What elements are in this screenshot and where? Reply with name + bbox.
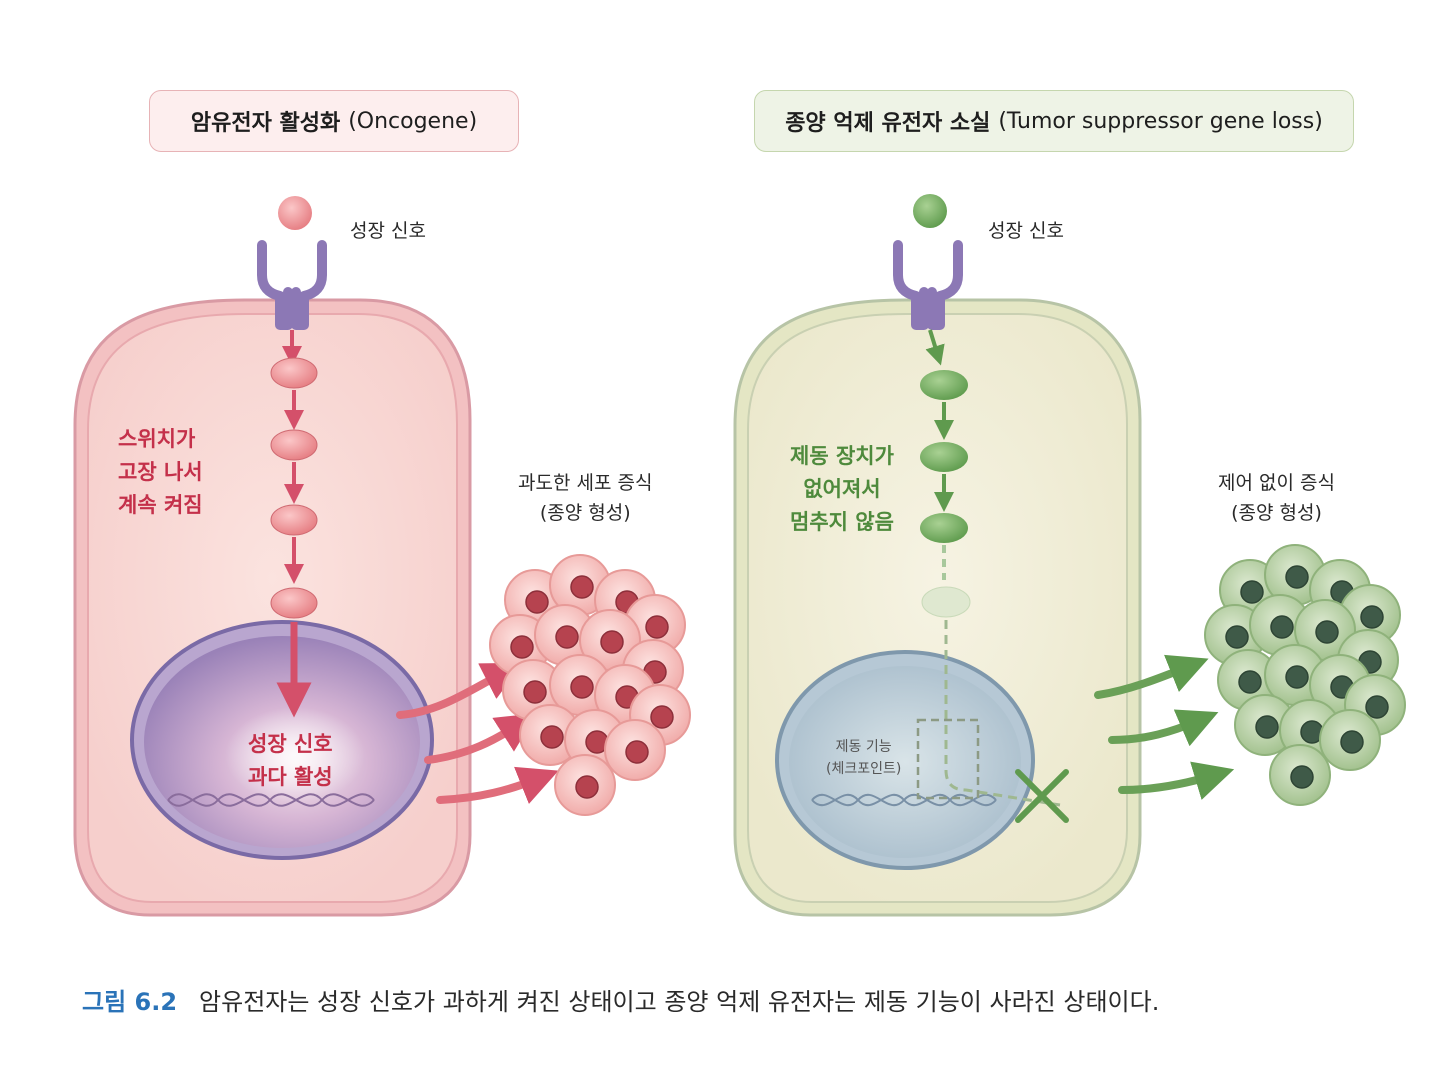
checkpoint-box bbox=[916, 718, 980, 800]
overactive-line-1: 성장 신호 bbox=[248, 732, 333, 756]
tumor-cell-nucleus bbox=[625, 740, 649, 764]
tumor-cell-nucleus bbox=[570, 675, 594, 699]
brake-missing-line-1: 제동 장치가 bbox=[790, 444, 894, 468]
tumor-cell-nucleus bbox=[523, 680, 547, 704]
growth-signal-label-left: 성장 신호 bbox=[350, 220, 426, 242]
brake-missing-line-3: 멈추지 않음 bbox=[790, 510, 894, 534]
signal-cascade-left bbox=[270, 330, 318, 718]
tumor-cell-nucleus bbox=[1270, 615, 1294, 639]
switch-stuck-label: 스위치가 고장 나서 계속 켜짐 bbox=[118, 423, 203, 522]
figure-caption-text: 암유전자는 성장 신호가 과하게 켜진 상태이고 종양 억제 유전자는 제동 기… bbox=[199, 988, 1160, 1016]
excess-proliferation-line-2: (종양 형성) bbox=[539, 502, 631, 524]
figure-number: 그림 6.2 bbox=[82, 988, 178, 1016]
tumor-suppressor-nucleus bbox=[775, 650, 1035, 870]
switch-stuck-line-2: 고장 나서 bbox=[118, 460, 203, 484]
tumor-cell-nucleus bbox=[1225, 625, 1249, 649]
dna-helix-right bbox=[811, 793, 997, 807]
tumor-cell-nucleus bbox=[650, 705, 674, 729]
switch-stuck-line-3: 계속 켜짐 bbox=[118, 493, 203, 517]
tumor-cell-nucleus bbox=[1360, 605, 1384, 629]
oncogene-title-ko: 암유전자 활성화 bbox=[190, 111, 341, 136]
tumor-cell-nucleus bbox=[1255, 715, 1279, 739]
tumor-cell-nucleus bbox=[525, 590, 549, 614]
signal-cascade-right bbox=[920, 329, 1061, 807]
brake-missing-label: 제동 장치가 없어져서 멈추지 않음 bbox=[790, 440, 894, 539]
receptor-right bbox=[893, 240, 963, 330]
figure-caption: 그림 6.2 암유전자는 성장 신호가 과하게 켜진 상태이고 종양 억제 유전자… bbox=[82, 982, 1159, 1017]
checkpoint-line-1: 제동 기능 bbox=[835, 739, 892, 755]
tumor-cell-nucleus bbox=[570, 575, 594, 599]
tumor-suppressor-title-en: (Tumor suppressor gene loss) bbox=[998, 108, 1323, 134]
tumor-suppressor-title-ko: 종양 억제 유전자 소실 bbox=[785, 111, 991, 136]
growth-signal-label-right: 성장 신호 bbox=[988, 220, 1064, 242]
growth-signal-ball-right bbox=[913, 194, 947, 228]
proliferation-arrows-left bbox=[396, 662, 559, 804]
tumor-cell-nucleus bbox=[600, 630, 624, 654]
receptor-left bbox=[257, 240, 327, 330]
proliferation-arrows-right bbox=[1094, 654, 1235, 800]
tumor-cell-nucleus bbox=[1365, 695, 1389, 719]
brake-missing-line-2: 없어져서 bbox=[803, 477, 881, 501]
uncontrolled-proliferation-line-2: (종양 형성) bbox=[1231, 502, 1322, 524]
overactive-line-2: 과다 활성 bbox=[248, 765, 333, 789]
uncontrolled-proliferation-line-1: 제어 없이 증식 bbox=[1218, 472, 1335, 494]
tumor-cluster-left bbox=[489, 554, 691, 816]
tumor-cell-nucleus bbox=[1240, 580, 1264, 604]
oncogene-title-en: (Oncogene) bbox=[348, 108, 478, 134]
tumor-cluster-right bbox=[1204, 544, 1406, 806]
checkpoint-line-2: (체크포인트) bbox=[826, 761, 902, 777]
tumor-cell-nucleus bbox=[1285, 565, 1309, 589]
oncogene-nucleus bbox=[130, 620, 434, 860]
tumor-cell-nucleus bbox=[575, 775, 599, 799]
tumor-suppressor-title: 종양 억제 유전자 소실 (Tumor suppressor gene loss… bbox=[754, 90, 1354, 152]
excess-proliferation-line-1: 과도한 세포 증식 bbox=[518, 472, 653, 494]
tumor-cell-nucleus bbox=[540, 725, 564, 749]
growth-signal-ball-left bbox=[278, 196, 312, 230]
oncogene-title: 암유전자 활성화 (Oncogene) bbox=[149, 90, 519, 152]
tumor-cell-nucleus bbox=[1290, 765, 1314, 789]
checkpoint-label: 제동 기능 (체크포인트) bbox=[826, 736, 901, 780]
switch-stuck-line-1: 스위치가 bbox=[118, 427, 196, 451]
cross-mark-icon bbox=[1015, 769, 1069, 823]
tumor-cell-nucleus bbox=[1340, 730, 1364, 754]
tumor-cell-nucleus bbox=[510, 635, 534, 659]
tumor-cell-nucleus bbox=[1285, 665, 1309, 689]
dna-helix-left bbox=[167, 793, 375, 807]
uncontrolled-proliferation-label: 제어 없이 증식 (종양 형성) bbox=[1218, 468, 1335, 528]
tumor-cell-nucleus bbox=[1315, 620, 1339, 644]
tumor-cell-nucleus bbox=[645, 615, 669, 639]
overactive-signal-label: 성장 신호 과다 활성 bbox=[248, 728, 333, 794]
tumor-cell-nucleus bbox=[555, 625, 579, 649]
tumor-cell-nucleus bbox=[1238, 670, 1262, 694]
excess-proliferation-label: 과도한 세포 증식 (종양 형성) bbox=[518, 468, 652, 528]
